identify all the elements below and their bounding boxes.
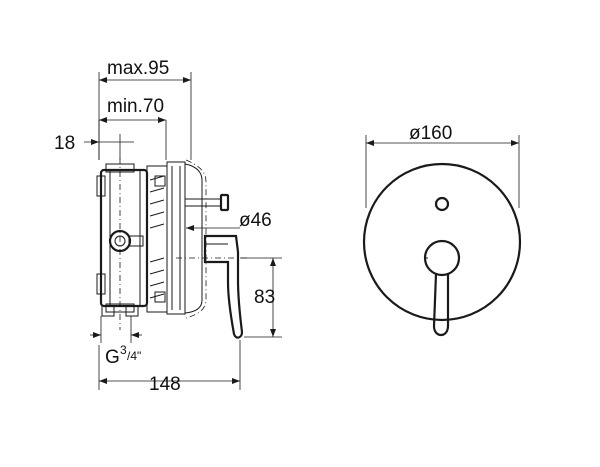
- label-thread-g: G: [105, 347, 120, 368]
- label-18: 18: [54, 133, 75, 154]
- label-83: 83: [254, 287, 275, 308]
- dim-min70: [98, 117, 167, 160]
- dim-max95: [98, 72, 192, 160]
- dim-18: [84, 134, 134, 160]
- front-shell: [166, 159, 207, 319]
- label-148: 148: [149, 374, 181, 395]
- diverter-knob: [184, 193, 230, 212]
- label-thread-den: /4": [127, 349, 141, 363]
- diverter-knob-front: [434, 196, 450, 212]
- dim-148: [98, 340, 241, 390]
- label-46: ø46: [239, 210, 272, 231]
- side-view: max.95 min.70 18: [54, 58, 282, 395]
- dim-83: [240, 257, 282, 338]
- lever-handle: [203, 234, 244, 339]
- dim-46: [186, 225, 240, 231]
- valve-body: [96, 163, 149, 317]
- dim-thread: [90, 316, 142, 343]
- ribbed-section: [146, 165, 168, 313]
- label-max95: max.95: [107, 58, 169, 79]
- label-160: ø160: [409, 123, 452, 144]
- label-min70: min.70: [107, 96, 164, 117]
- label-thread-num: 3: [120, 343, 127, 357]
- lever-front: [423, 239, 461, 337]
- dim-160: [365, 135, 520, 208]
- front-view: ø160: [362, 123, 522, 337]
- cover-plate: [362, 162, 522, 322]
